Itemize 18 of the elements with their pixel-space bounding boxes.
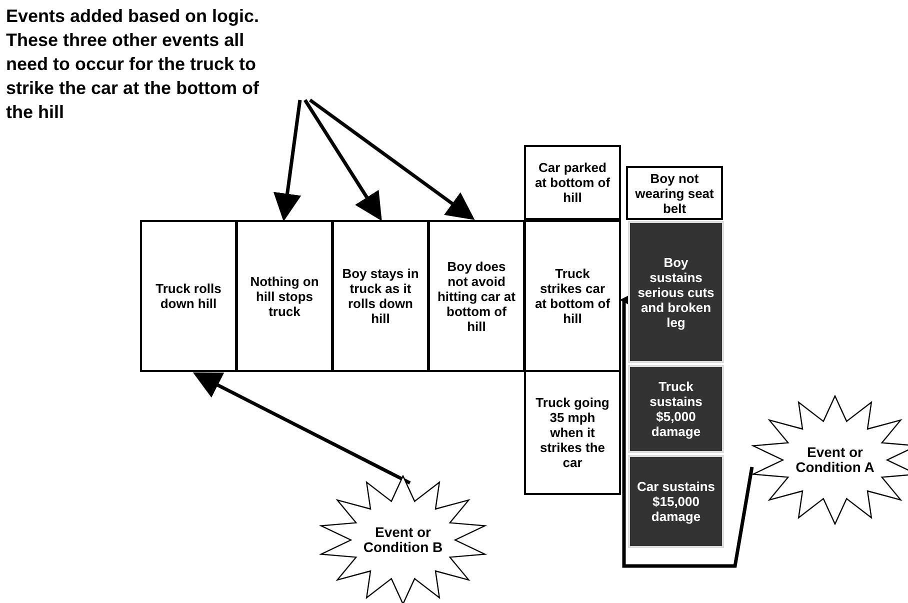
condition-box: Car parked at bottom of hill (524, 145, 621, 220)
starburst: Event or Condition B (318, 475, 488, 603)
event-box: Truck strikes car at bottom of hill (524, 220, 621, 372)
outcome-box: Truck sustains $5,000 damage (628, 365, 724, 453)
starburst: Event or Condition A (750, 395, 908, 525)
outcome-box: Car sustains $15,000 damage (628, 455, 724, 548)
arrow (304, 99, 382, 221)
condition-box: Boy not wearing seat belt (626, 166, 723, 220)
event-box: Truck rolls down hill (140, 220, 237, 372)
arrow (192, 372, 411, 485)
condition-box: Truck going 35 mph when it strikes the car (524, 370, 621, 495)
arrow (308, 98, 475, 220)
event-box: Nothing on hill stops truck (236, 220, 333, 372)
outcome-box: Boy sustains serious cuts and broken leg (628, 221, 724, 363)
annotation-text: Events added based on logic. These three other events all need to occur for the truck to strike the car at the bottom of the hill (6, 4, 290, 176)
event-box: Boy stays in truck as it rolls down hill (332, 220, 429, 372)
event-box: Boy does not avoid hitting car at bottom of hill (428, 220, 525, 372)
arrow (273, 100, 302, 222)
